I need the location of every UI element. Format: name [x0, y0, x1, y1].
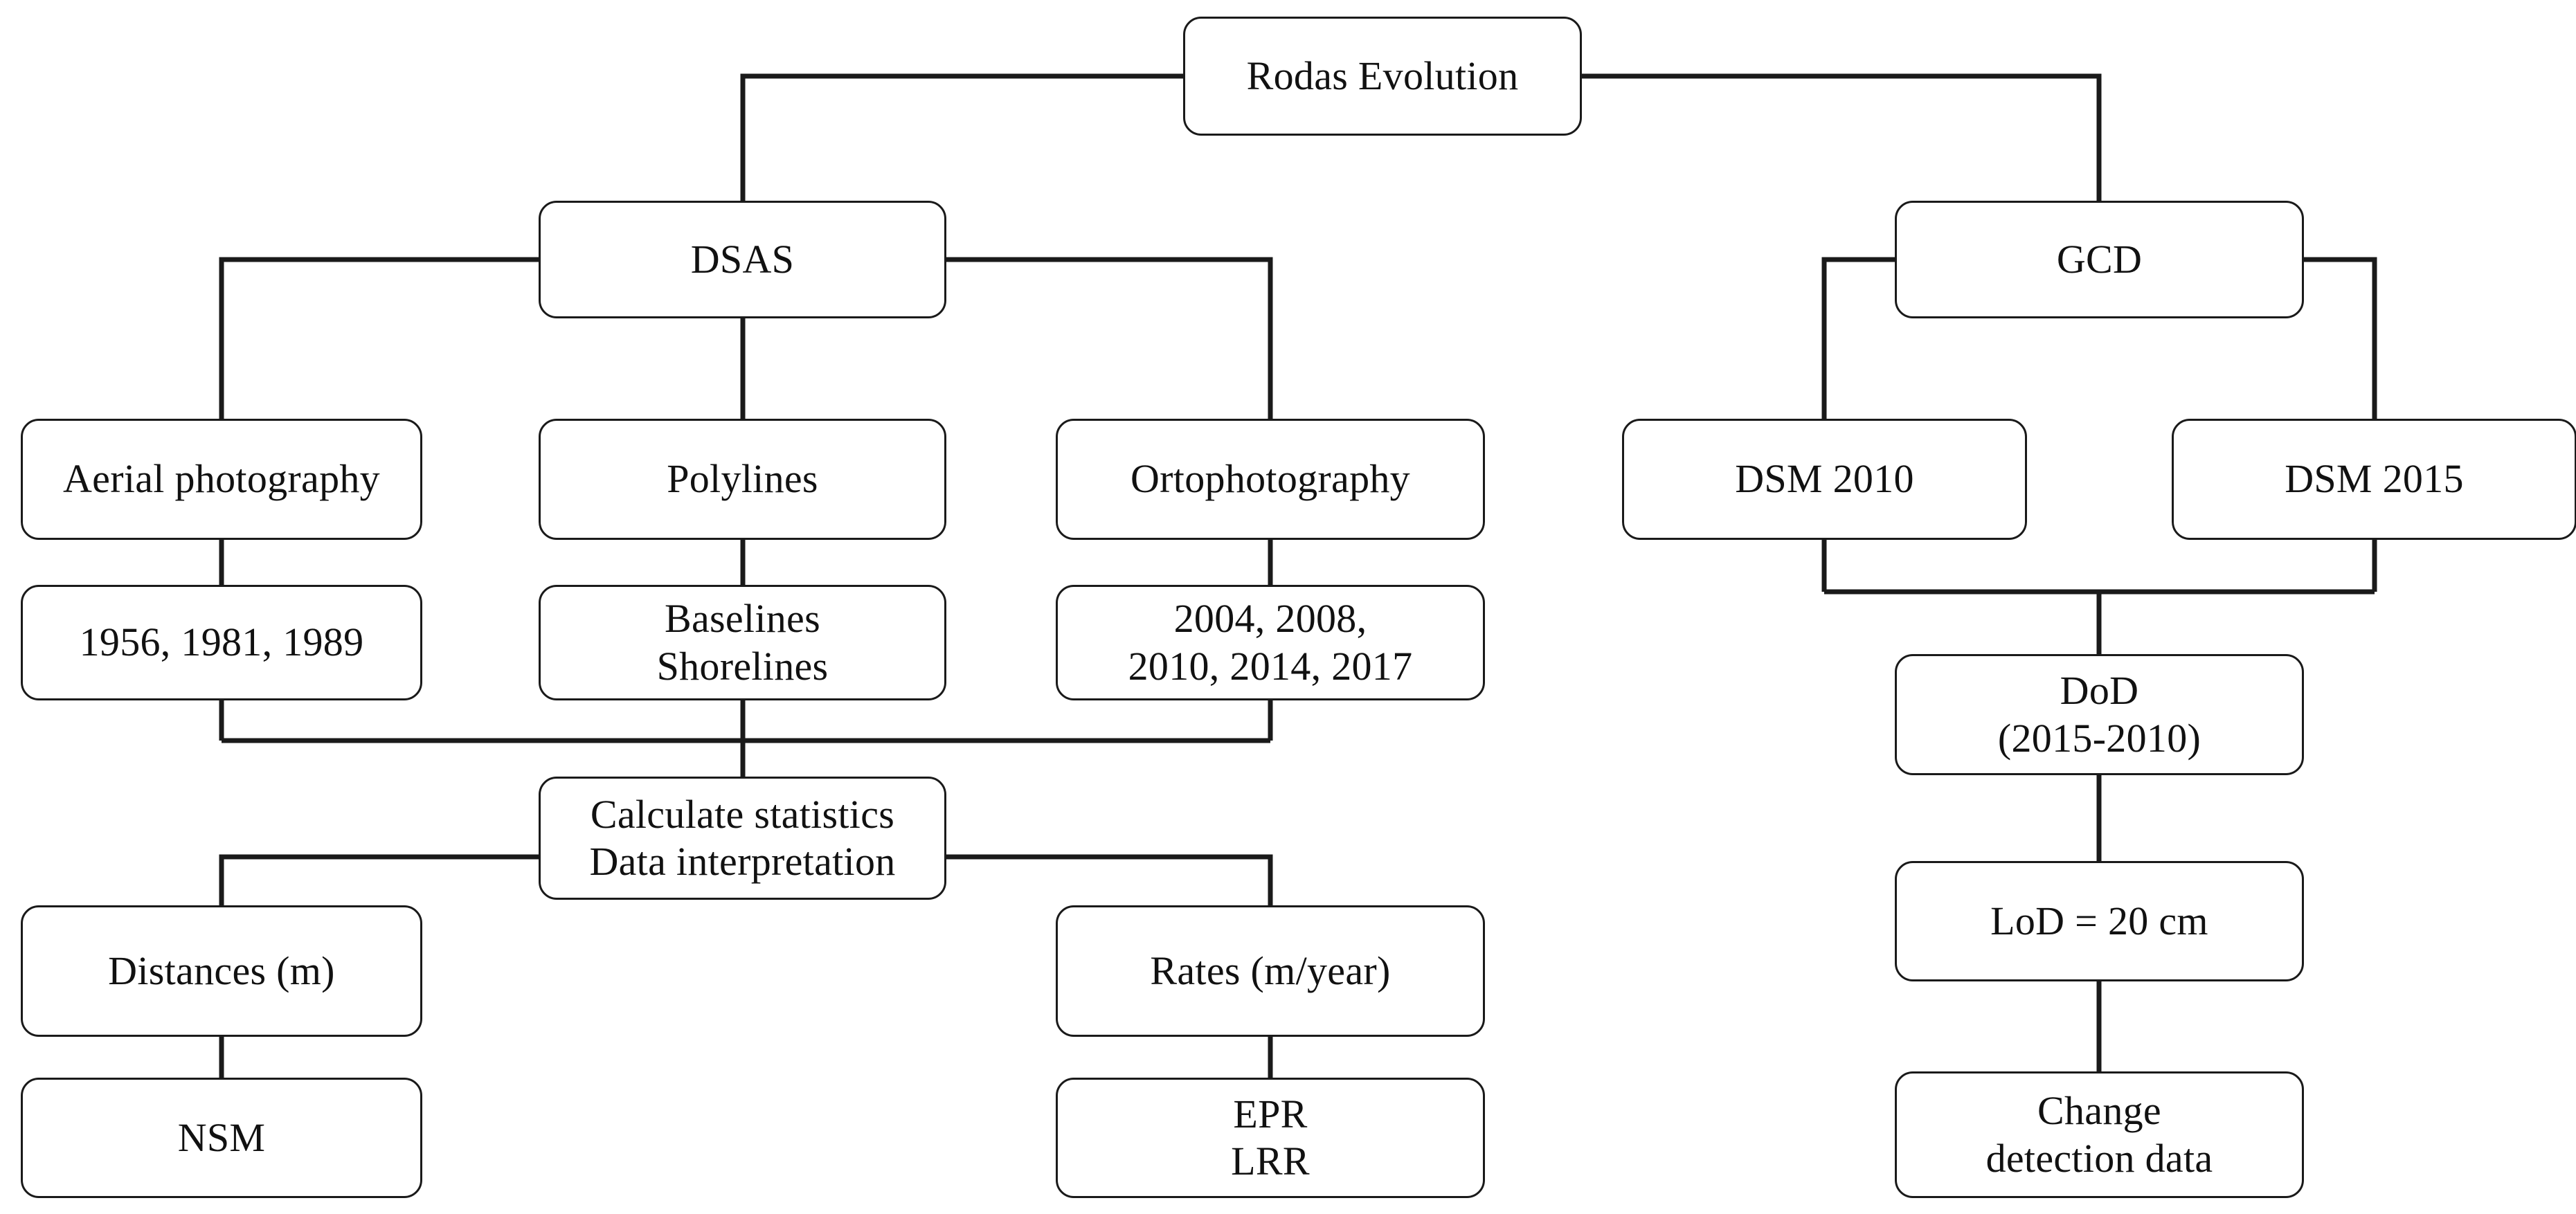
- node-rates[interactable]: Rates (m/year): [1056, 905, 1485, 1037]
- node-nsm[interactable]: NSM: [21, 1078, 422, 1198]
- edge-dsas-orto: [946, 257, 1273, 419]
- edge-gcd-dsm2010: [1821, 257, 1895, 419]
- node-dsm-2015[interactable]: DSM 2015: [2172, 419, 2576, 540]
- node-baselines-shorelines[interactable]: Baselines Shorelines: [539, 585, 946, 700]
- node-polylines[interactable]: Polylines: [539, 419, 946, 540]
- node-aerial-years[interactable]: 1956, 1981, 1989: [21, 585, 422, 700]
- edge-root-dsas: [740, 73, 1183, 201]
- node-dod[interactable]: DoD (2015-2010): [1895, 654, 2304, 775]
- node-calculate-statistics[interactable]: Calculate statistics Data interpretation: [539, 777, 946, 900]
- edge-dsas-aerial: [219, 257, 539, 419]
- node-dsm-2010[interactable]: DSM 2010: [1622, 419, 2027, 540]
- node-rodas-evolution[interactable]: Rodas Evolution: [1183, 17, 1582, 136]
- node-change-detection[interactable]: Change detection data: [1895, 1071, 2304, 1198]
- node-ortophotography[interactable]: Ortophotography: [1056, 419, 1485, 540]
- node-gcd[interactable]: GCD: [1895, 201, 2304, 318]
- edge-gcd-dsm2015: [2304, 257, 2377, 419]
- node-lod[interactable]: LoD = 20 cm: [1895, 861, 2304, 981]
- edge-calculate-distances: [219, 854, 539, 905]
- node-aerial-photography[interactable]: Aerial photography: [21, 419, 422, 540]
- node-dsas[interactable]: DSAS: [539, 201, 946, 318]
- node-distances[interactable]: Distances (m): [21, 905, 422, 1037]
- edge-calculate-rates: [946, 854, 1273, 905]
- node-orto-years[interactable]: 2004, 2008, 2010, 2014, 2017: [1056, 585, 1485, 700]
- edge-root-gcd: [1582, 73, 2102, 201]
- node-epr-lrr[interactable]: EPR LRR: [1056, 1078, 1485, 1198]
